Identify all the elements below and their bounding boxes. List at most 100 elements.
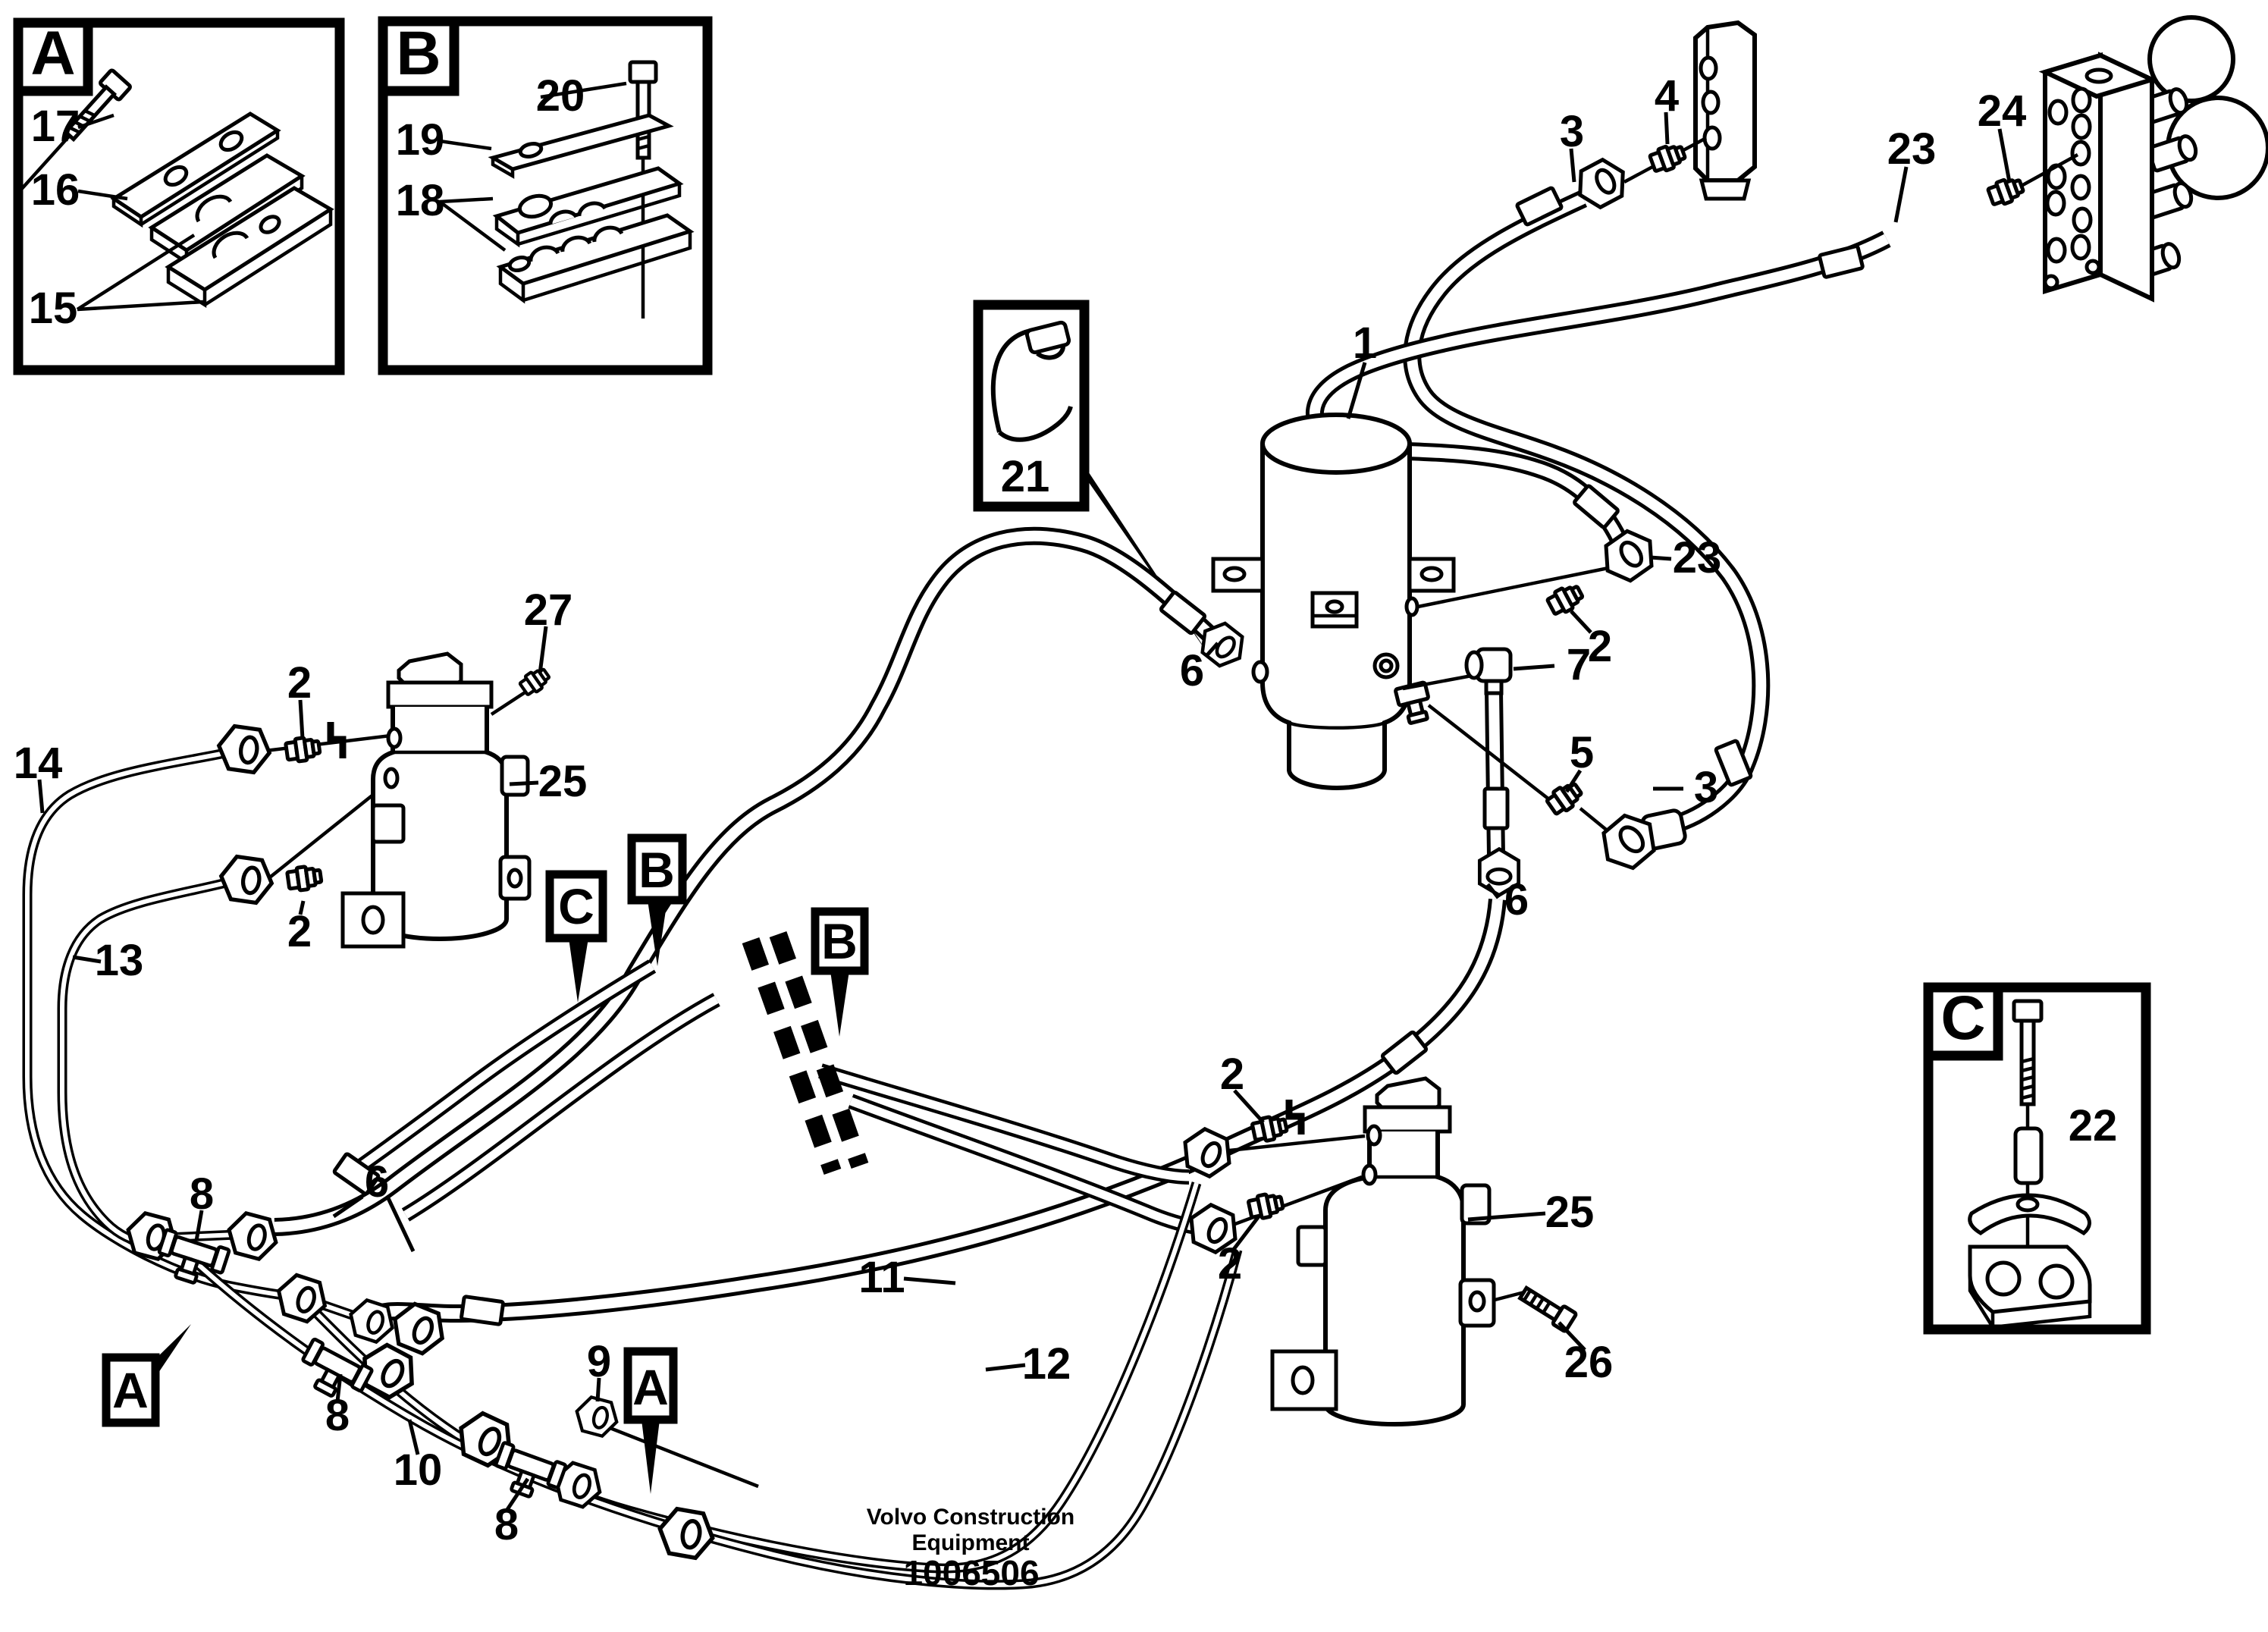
pipe-nut [216, 724, 272, 774]
callout-2-mid: 2 [1588, 622, 1612, 671]
tee-fitting-8 [489, 1442, 566, 1505]
detail-box-b: B 20 19 18 [378, 16, 713, 375]
callout-4: 4 [1655, 71, 1679, 121]
callout-2-ra-top: 2 [1220, 1050, 1244, 1099]
detail-box-c-letter: C [1940, 984, 1985, 1053]
callout-9: 9 [587, 1337, 611, 1386]
callout-2-ra-bot: 2 [1218, 1239, 1242, 1288]
callout-7: 7 [1567, 640, 1591, 689]
callout-23-top: 23 [1887, 124, 1937, 174]
callout-17: 17 [31, 102, 80, 151]
hose-collar [1819, 246, 1863, 278]
callout-6-cyl: 6 [1180, 646, 1204, 695]
title-block: Volvo Construction Equipment 1006506 [867, 1505, 1074, 1593]
callout-25-right: 25 [1545, 1188, 1595, 1237]
callout-10: 10 [394, 1445, 443, 1495]
tee-fitting-cylinder [1394, 680, 1430, 725]
callout-25-left: 25 [538, 757, 588, 806]
valve-block [2038, 15, 2268, 303]
callout-2-la-bot: 2 [287, 907, 312, 956]
hose-collar [461, 1297, 503, 1325]
callout-19: 19 [396, 115, 445, 165]
cylinder-port-right [1404, 596, 1419, 617]
svg-text:C: C [558, 878, 594, 934]
fitting-2 [1546, 582, 1586, 617]
elbow-fitting-3 [1601, 808, 1687, 871]
valve-plug [2146, 134, 2198, 173]
elbow-fitting-7 [1464, 647, 1513, 695]
company-name-line2: Equipment [912, 1530, 1030, 1555]
clamp-washer-22 [1968, 1193, 2091, 1236]
detail-box-a-letter: A [30, 19, 75, 88]
callout-6-low: 6 [1504, 875, 1529, 924]
callout-20: 20 [536, 71, 585, 121]
callout-21: 21 [1001, 452, 1050, 501]
callout-23-mid: 23 [1673, 533, 1722, 582]
callout-3-top: 3 [1560, 107, 1584, 156]
spacer-22 [2013, 1126, 2044, 1185]
fitting-2 [287, 865, 322, 892]
accumulator-port [1366, 1124, 1382, 1147]
svg-text:B: B [638, 842, 675, 898]
callout-27: 27 [524, 585, 573, 635]
callout-14: 14 [14, 739, 63, 788]
callout-3-right: 3 [1694, 763, 1718, 812]
clamp-18 [492, 166, 695, 304]
fitting-2 [1247, 1191, 1284, 1220]
callout-12: 12 [1022, 1339, 1071, 1389]
view-marker-a-mid: A [623, 1347, 678, 1494]
detail-box-a-letter-frame [13, 17, 93, 96]
pipe-hex-nut [656, 1507, 717, 1561]
plate-16 [110, 111, 281, 228]
callout-2-la-top: 2 [287, 658, 312, 708]
detail-box-b-letter: B [396, 19, 441, 88]
accumulator-25-left [340, 651, 532, 949]
plate-19 [488, 113, 674, 179]
cylinder-1 [1211, 413, 1456, 790]
hose-collar [1160, 592, 1205, 634]
pipe-nut [224, 1210, 281, 1263]
callout-labels: 1 3 4 23 24 23 2 7 5 3 6 6 27 2 2 25 14 … [14, 71, 2027, 1549]
hex-manifold-bar [1693, 20, 1757, 201]
break-symbol-left [327, 722, 347, 758]
cut-break-lines [742, 931, 869, 1175]
callout-22: 22 [2069, 1101, 2118, 1150]
bolt-26 [1517, 1285, 1578, 1333]
accumulator-tab [1460, 1183, 1492, 1226]
break-symbol-right [1285, 1100, 1305, 1135]
fitting-4 [1648, 142, 1687, 174]
callout-15: 15 [29, 284, 78, 333]
callout-13: 13 [95, 936, 144, 985]
view-marker-a-left: A [102, 1324, 191, 1427]
callout-leaders [37, 111, 2012, 1512]
accumulator-port [1361, 1163, 1378, 1186]
callout-26: 26 [1564, 1338, 1614, 1387]
bolt-22 [2012, 999, 2044, 1282]
callout-11: 11 [858, 1253, 905, 1302]
accumulator-port [386, 727, 403, 749]
company-name-line1: Volvo Construction [867, 1505, 1074, 1530]
detail-box-a: A 17 16 15 [13, 17, 345, 375]
callout-18: 18 [396, 176, 445, 225]
elbow-fitting-23 [1604, 529, 1654, 583]
callout-1: 1 [1353, 319, 1377, 368]
cylinder-port-left [1251, 660, 1269, 684]
hose-collar [1485, 789, 1507, 828]
cylinder-bracket-right [1407, 557, 1456, 593]
detail-box-b-letter-frame [378, 16, 460, 96]
callout-8-a: 8 [190, 1169, 214, 1219]
detail-box-c-letter-frame [1923, 982, 2003, 1061]
strap-21 [990, 320, 1073, 442]
callout-8-c: 8 [494, 1500, 519, 1549]
pipe-nut [218, 855, 274, 905]
accumulator-25-right [1270, 1076, 1496, 1426]
clamp-block-22 [1968, 1244, 2092, 1333]
callout-16: 16 [31, 165, 80, 215]
svg-text:B: B [821, 913, 858, 969]
callout-8-b: 8 [325, 1391, 350, 1440]
fitting-2 [285, 736, 321, 763]
clamp-15 [148, 153, 334, 309]
fitting-24 [1987, 175, 2025, 208]
fitting-5 [1545, 780, 1584, 817]
